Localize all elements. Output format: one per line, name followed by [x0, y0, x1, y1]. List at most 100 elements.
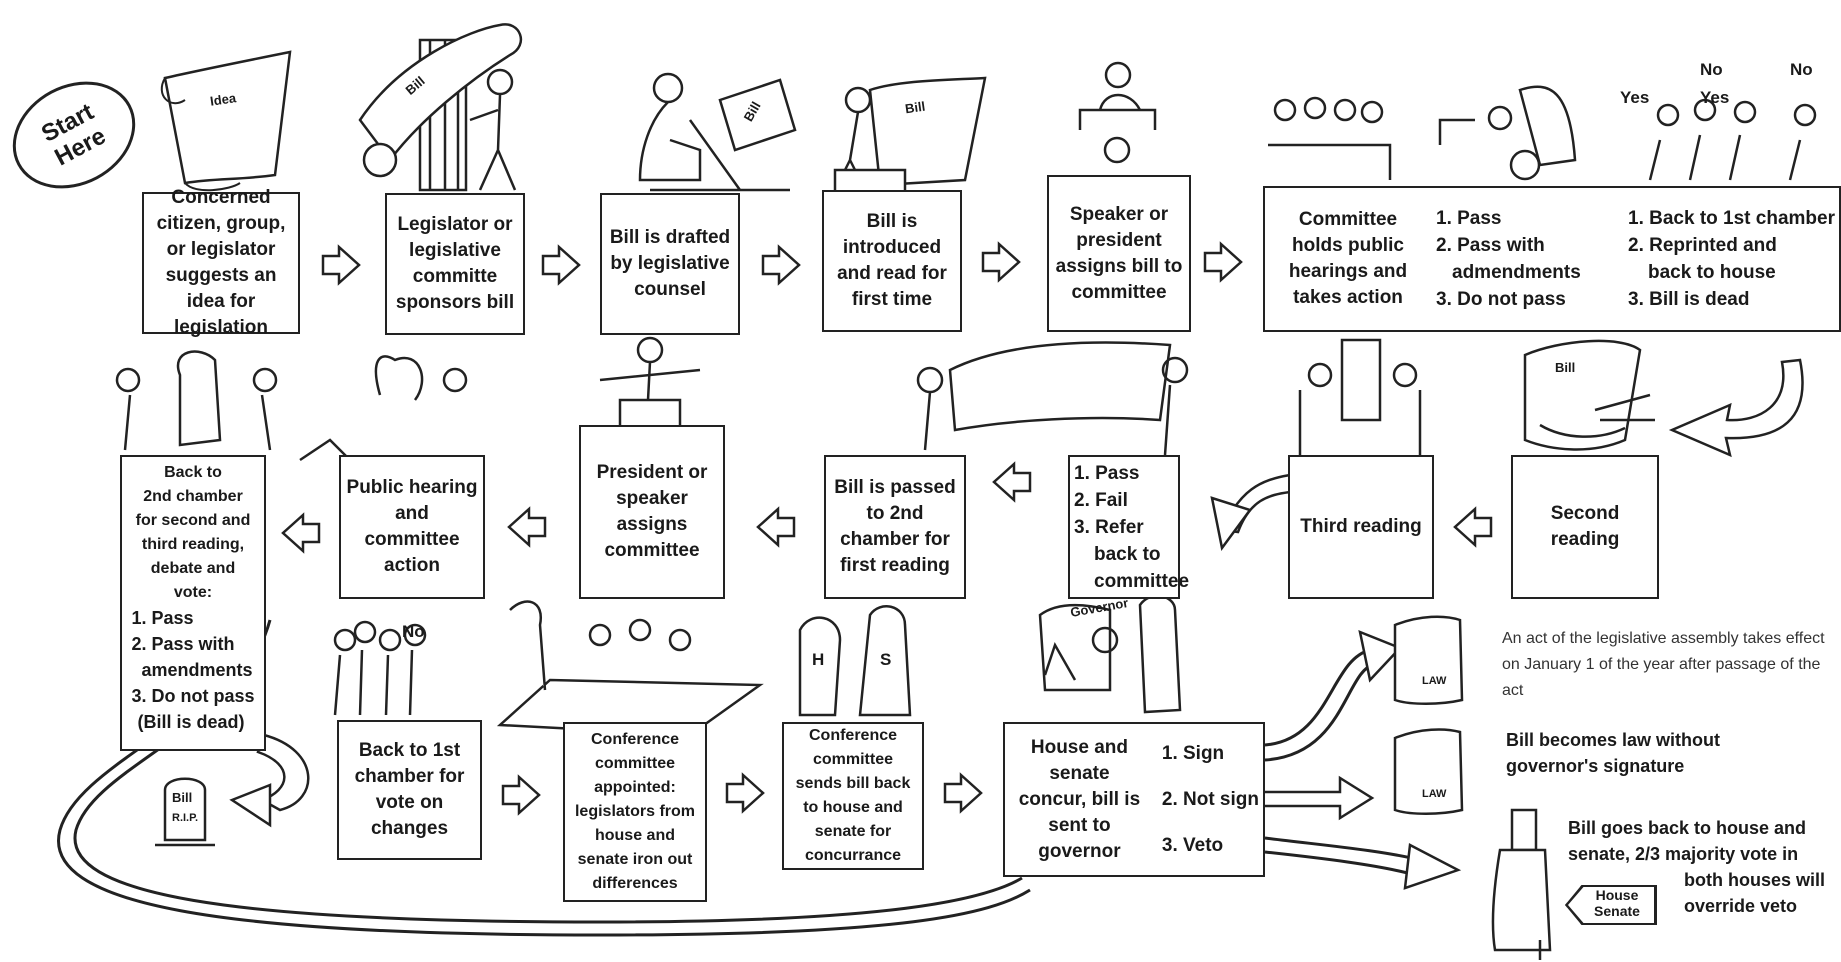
vote-yes-label: Yes [1620, 88, 1650, 107]
option-item: 2. Pass with [131, 634, 235, 654]
flow-arrow [761, 245, 801, 285]
option-item: 1. Sign [1161, 742, 1225, 764]
step-back-1st: Back to 1st chamber for vote on changes [337, 720, 482, 860]
option-item: 3. Veto [1161, 834, 1224, 856]
flow-arrow [756, 507, 796, 547]
flow-arrow [507, 507, 547, 547]
step-conference-appointed: Conference committee appointed: legislat… [563, 722, 707, 902]
text-line: vote: [173, 584, 213, 601]
committee-results: 1. Back to 1st chamber 2. Reprinted and … [1628, 205, 1835, 313]
step-sponsor: Legislator or legislative committe spons… [385, 193, 525, 335]
step-president-assigns: President or speaker assigns committee [579, 425, 725, 599]
flow-arrow [541, 245, 581, 285]
text-line: senate, 2/3 majority vote in [1568, 844, 1799, 864]
flow-arrow [321, 245, 361, 285]
option-item: amendments [141, 660, 253, 680]
step-governor: House and senate concur, bill is sent to… [1003, 722, 1265, 877]
option-item: 2. Not sign [1161, 788, 1259, 810]
step-passed-2nd: Bill is passed to 2nd chamber for first … [824, 455, 966, 599]
banner-drawing [916, 341, 1189, 456]
conference-drawing [496, 600, 764, 737]
action-item: admendments [1452, 262, 1581, 283]
step-committee: Committee holds public hearings and take… [1263, 186, 1841, 332]
flow-arrow [943, 773, 983, 813]
third-reading-drawing [1298, 338, 1422, 462]
step-conference-sends: Conference committee sends bill back to … [782, 722, 924, 870]
flow-arrow [1203, 242, 1243, 282]
text-line: Back to [164, 464, 222, 481]
third-options: 1. Pass 2. Fail 3. Refer back to committ… [1074, 460, 1189, 595]
result-item: 2. Reprinted and [1628, 235, 1777, 256]
vote-no-label: No [1790, 60, 1813, 79]
drafting-drawing [638, 72, 797, 192]
option-item: 2. Fail [1074, 489, 1128, 511]
hearing-drawing [1268, 85, 1817, 181]
rip-tombstone-drawing [155, 777, 215, 847]
text-line: third reading, [141, 536, 245, 553]
concur-text: House and senate concur, bill is sent to… [1018, 736, 1141, 862]
step-public-hearing: Public hearing and committee action [339, 455, 485, 599]
law-scroll-drawing [1393, 615, 1464, 815]
option-item: 3. Do not pass [131, 686, 255, 706]
sign-house: House [1595, 887, 1639, 903]
flow-arrow [501, 775, 541, 815]
outcome-not-sign-note: Bill becomes law without governor's sign… [1506, 730, 1721, 776]
option-item: back to [1094, 543, 1161, 565]
outcome-sign-note: An act of the legislative assembly takes… [1502, 630, 1825, 699]
step-assign: Speaker or president assigns bill to com… [1047, 175, 1191, 332]
public-hearing-drawing [299, 355, 468, 462]
step-third-reading: Third reading [1288, 455, 1434, 599]
sponsor-drawing [358, 23, 522, 192]
step-back-2nd: Back to 2nd chamber for second and third… [120, 455, 266, 751]
second-reading-drawing [1523, 339, 1655, 451]
back-2nd-drawing [115, 350, 278, 451]
house-h-label: H [812, 650, 825, 669]
outcome-veto-note: Bill goes back to house and senate, 2/3 … [1568, 815, 1825, 919]
crowd-drawing [333, 620, 427, 716]
house-senate-drawing [798, 605, 912, 717]
text-line: override veto [1684, 896, 1798, 916]
bill-label: Bill [904, 98, 927, 117]
committee-actions: 1. Pass 2. Pass with admendments 3. Do n… [1436, 205, 1581, 313]
action-item: 3. Do not pass [1436, 289, 1566, 310]
step-draft: Bill is drafted by legislative counsel [600, 193, 740, 335]
option-item: committee [1094, 570, 1190, 592]
action-item: 1. Pass [1436, 208, 1502, 229]
third-options-box: 1. Pass 2. Fail 3. Refer back to committ… [1068, 455, 1189, 599]
text-line: 2nd chamber [143, 488, 243, 505]
curved-arrow [1668, 358, 1804, 458]
text-line: both houses will [1684, 870, 1826, 890]
option-item: 1. Pass [131, 608, 194, 628]
text-line: debate and [150, 560, 236, 577]
flow-arrow [981, 242, 1021, 282]
sign-senate: Senate [1594, 903, 1640, 919]
step-idea: Concerned citizen, group, or legislator … [142, 187, 300, 338]
vote-yes-label: Yes [1700, 88, 1730, 107]
step-second-reading: Second reading [1511, 455, 1659, 599]
result-item: back to house [1648, 262, 1776, 283]
result-item: 1. Back to 1st chamber [1628, 208, 1835, 229]
law-label: LAW [1422, 788, 1447, 800]
introduce-drawing [833, 76, 987, 197]
text-line: for second and [135, 512, 251, 529]
option-item: 3. Refer [1074, 516, 1144, 538]
action-item: 2. Pass with [1436, 235, 1545, 256]
flow-arrow [281, 513, 321, 553]
vote-no-label: No [1700, 60, 1723, 79]
president-podium-drawing [599, 336, 701, 432]
option-item: (Bill is dead) [137, 712, 245, 732]
option-item: 1. Pass [1074, 462, 1140, 484]
flow-arrow [992, 462, 1032, 502]
crowd-no-label: No [402, 622, 425, 641]
veto-figure-drawing [1491, 808, 1552, 960]
idea-scroll-drawing [160, 50, 292, 192]
result-item: 3. Bill is dead [1628, 289, 1750, 310]
back-2nd-options: 1. Pass 2. Pass with amendments 3. Do no… [131, 605, 254, 735]
rip-label: R.I.P. [172, 812, 199, 824]
governor-drawing [1038, 594, 1182, 714]
law-label: LAW [1422, 675, 1447, 687]
text-line: Bill goes back to house and [1568, 818, 1807, 838]
governor-options: 1. Sign 2. Not sign 3. Veto [1162, 731, 1259, 869]
bill-label: Bill [1555, 360, 1576, 375]
